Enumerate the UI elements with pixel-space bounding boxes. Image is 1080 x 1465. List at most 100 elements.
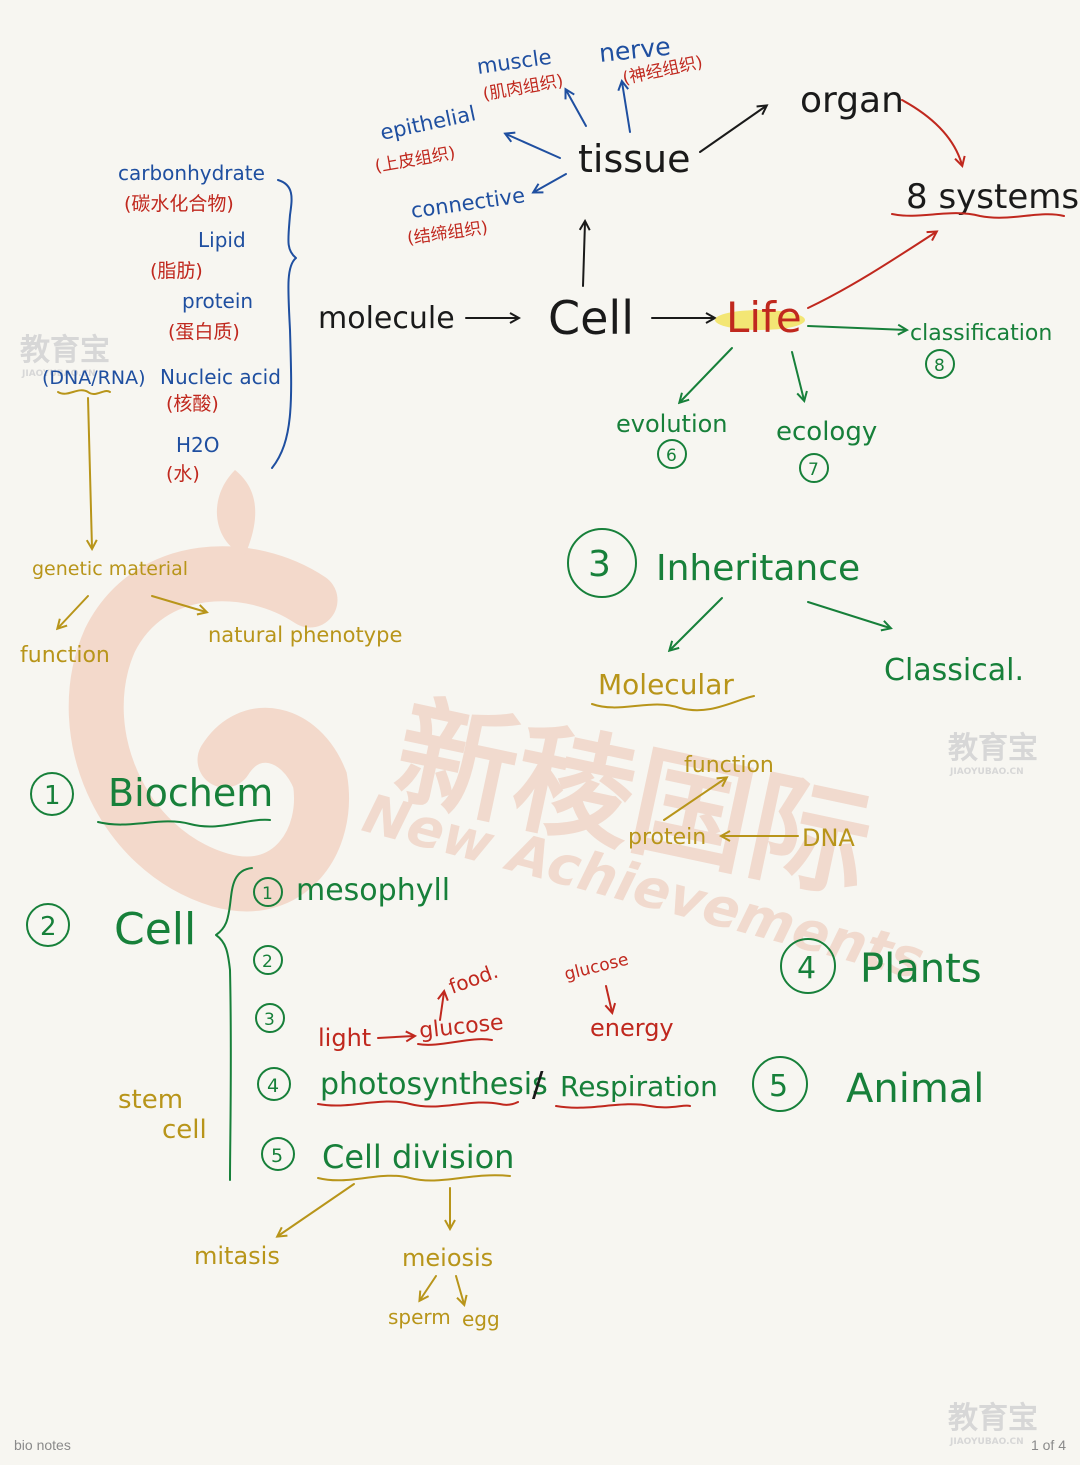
edu-logo-right: 教育宝 JIAOYUBAO.CN (948, 731, 1038, 777)
svg-text:教育宝: 教育宝 (948, 731, 1038, 766)
classification-num-circle (925, 349, 955, 379)
ecology-num-circle (799, 453, 829, 483)
svg-text:教育宝: 教育宝 (20, 333, 110, 368)
nucleic-acid-cn: (核酸) (166, 393, 219, 415)
epithelial-cn: (上皮组织) (373, 143, 457, 177)
light-to-glucose-arrow (377, 1036, 414, 1038)
svg-text:教育宝: 教育宝 (948, 1401, 1038, 1436)
cell-item-3-num: 3 (264, 1010, 275, 1030)
animal-num-circle (752, 1056, 808, 1112)
water-cn: (水) (166, 463, 200, 485)
tissue-to-epithelial-arrow (506, 134, 561, 159)
sperm-label: sperm (388, 1305, 451, 1329)
organ-to-systems-arrow (901, 99, 962, 165)
cell-item-1-label: mesophyll (296, 873, 450, 908)
genetic-material-label: genetic material (32, 558, 188, 580)
molecule-list: carbonhydrate (碳水化合物) Lipid (脂肪) protein… (42, 161, 297, 548)
meiosis-to-egg-arrow (455, 1275, 464, 1304)
inheritance-function-label: function (684, 753, 774, 778)
hierarchy: molecule Cell Life tissue organ 8 system… (318, 80, 1079, 483)
molecule-brace (271, 179, 297, 469)
molecular-label: Molecular (598, 668, 734, 701)
systems-underline (891, 212, 1065, 219)
division-to-mitosis-arrow (278, 1183, 355, 1236)
cell-section-num-circle (26, 903, 70, 947)
carbohydrate-cn: (碳水化合物) (124, 193, 234, 215)
protein-label: protein (182, 289, 253, 313)
inheritance-protein-label: protein (628, 825, 706, 850)
respiration-underline (555, 1103, 691, 1109)
cell-node: Cell (548, 291, 634, 345)
protein-cn: (蛋白质) (168, 321, 240, 343)
meiosis-label: meiosis (402, 1244, 493, 1272)
cell-division-underline (317, 1174, 511, 1182)
evolution-label: evolution (616, 410, 728, 438)
animal-num: 5 (769, 1069, 788, 1104)
meiosis-to-sperm-arrow (420, 1275, 437, 1300)
evolution-num-circle (657, 439, 687, 469)
dna-to-genetic-arrow (88, 397, 92, 548)
tissue-to-muscle-arrow (566, 90, 587, 127)
connective-cn: (结缔组织) (406, 218, 489, 249)
cell-item-4-num-circle (257, 1067, 291, 1101)
biochem-section: 1 Biochem (30, 771, 273, 828)
glucose-to-food-arrow (440, 992, 444, 1021)
light-label: light (318, 1024, 371, 1052)
dna-rna-label: (DNA/RNA) (42, 367, 145, 389)
cell-item-1-num-circle (253, 877, 283, 907)
glucose-resp-label: glucose (562, 950, 630, 985)
genetic-to-function-arrow (58, 595, 89, 628)
watermark-logo-shape (68, 546, 349, 912)
food-label: food. (446, 959, 502, 999)
svg-text:JIAOYUBAO.CN: JIAOYUBAO.CN (949, 1437, 1024, 1447)
tissue-to-organ-arrow (699, 106, 766, 153)
ecology-label: ecology (776, 417, 877, 447)
dna-underline (57, 389, 111, 395)
life-highlight (715, 310, 805, 330)
svg-text:JIAOYUBAO.CN: JIAOYUBAO.CN (949, 767, 1024, 777)
organ-node: organ (800, 80, 904, 121)
systems-node: 8 systems (906, 177, 1079, 217)
cell-section-title: Cell (114, 904, 196, 955)
photosynthesis-notes: light glucose food. glucose energy (318, 950, 674, 1052)
animal-section: 5 Animal (752, 1056, 984, 1112)
photosynthesis-underline (317, 1100, 519, 1108)
life-to-classification-arrow (807, 326, 906, 330)
cell-item-4-num: 4 (267, 1075, 279, 1097)
cell-brace (215, 867, 253, 1181)
carbohydrate-label: carbonhydrate (118, 161, 265, 185)
genetic-material-group: genetic material function natural phenot… (20, 558, 402, 668)
evolution-num: 6 (666, 446, 677, 466)
function-label: function (20, 643, 110, 668)
glucose-to-energy-arrow (606, 985, 612, 1012)
cell-item-2-num: 2 (262, 952, 273, 972)
watermark-leaf (216, 470, 256, 555)
biochem-underline (97, 818, 271, 828)
inheritance-dna-label: DNA (802, 824, 855, 852)
classification-num: 8 (934, 356, 945, 376)
water-label: H2O (176, 433, 220, 457)
respiration-label: Respiration (560, 1070, 718, 1103)
stem-label: stem (118, 1085, 183, 1115)
connective-label: connective (409, 183, 526, 223)
cell-item-2-num-circle (253, 945, 283, 975)
cell-item-1-num: 1 (262, 884, 273, 904)
plants-num-circle (780, 938, 836, 994)
animal-title: Animal (846, 1066, 984, 1112)
photosynthesis-label: photosynthesis (320, 1067, 548, 1102)
cell-item-3: 3 (255, 1003, 285, 1033)
molecule-node: molecule (318, 301, 455, 336)
inheritance-section: 3 Inheritance Molecular Classical. funct… (567, 528, 1024, 852)
plants-num: 4 (797, 951, 816, 986)
biochem-num-circle (30, 772, 74, 816)
epithelial-label: epithelial (378, 101, 478, 145)
protein-to-function-arrow (663, 778, 726, 821)
glucose-label: glucose (418, 1010, 505, 1044)
cell-section-num: 2 (40, 912, 57, 942)
inheritance-to-molecular-arrow (670, 597, 723, 650)
mitosis-label: mitasis (194, 1242, 280, 1270)
nucleic-acid-label: Nucleic acid (160, 365, 281, 389)
life-to-evolution-arrow (680, 347, 733, 402)
glucose-underline (417, 1038, 493, 1046)
